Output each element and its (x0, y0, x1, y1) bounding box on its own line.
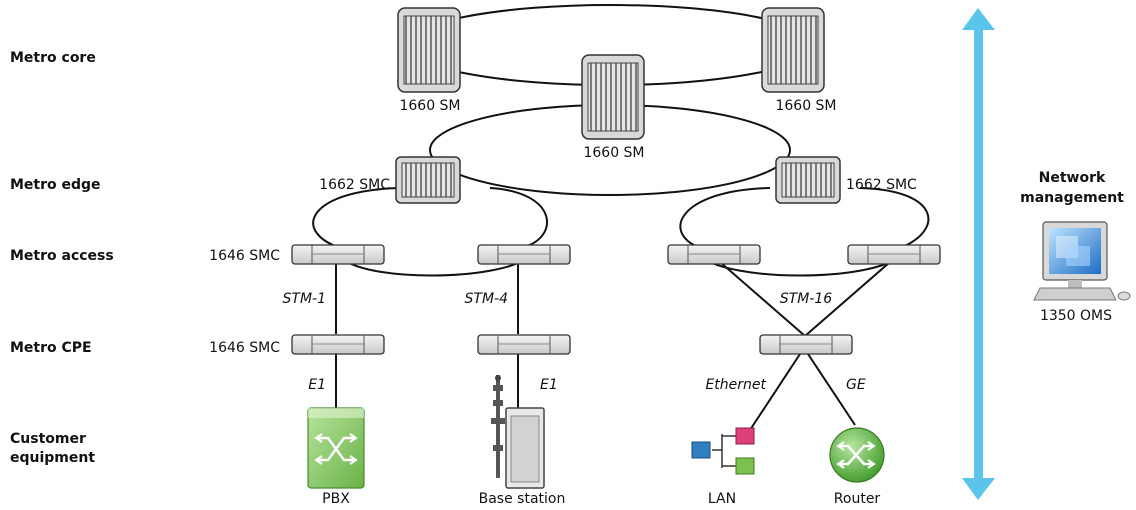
node-cpe-2[interactable] (477, 334, 571, 355)
stm16-link-left (719, 261, 806, 337)
label-base-station: Base station (479, 491, 566, 507)
node-1660-sm-right[interactable] (761, 7, 825, 93)
label-stm1: STM-1 (283, 291, 326, 307)
node-access-4[interactable] (847, 244, 941, 265)
label-1660-sm-right: 1660 SM (775, 98, 836, 114)
label-e1-left: E1 (308, 377, 326, 393)
node-1660-sm-center[interactable] (581, 54, 645, 140)
label-stm16: STM-16 (780, 291, 832, 307)
label-1662-smc-left: 1662 SMC (319, 177, 390, 193)
node-access-1[interactable] (291, 244, 385, 265)
node-cpe-3[interactable] (759, 334, 853, 355)
computer-icon[interactable] (1033, 221, 1131, 301)
management-title-line2: management (1020, 190, 1124, 206)
label-1646-smc-access: 1646 SMC (209, 248, 280, 264)
node-access-3[interactable] (667, 244, 761, 265)
node-1662-smc-left[interactable] (395, 156, 461, 204)
node-1660-sm-left[interactable] (397, 7, 461, 93)
label-1660-sm-center: 1660 SM (583, 145, 644, 161)
pbx-icon[interactable] (307, 407, 365, 489)
level-metro-access: Metro access (10, 248, 114, 264)
base-station-icon[interactable] (491, 375, 545, 489)
ge-link (807, 353, 856, 426)
label-1646-smc-cpe: 1646 SMC (209, 340, 280, 356)
level-metro-cpe: Metro CPE (10, 340, 92, 356)
level-customer-line1: Customer (10, 431, 86, 447)
level-metro-edge: Metro edge (10, 177, 101, 193)
label-1660-sm-left: 1660 SM (399, 98, 460, 114)
stm16-link-right (804, 261, 891, 337)
node-1662-smc-right[interactable] (775, 156, 841, 204)
router-icon[interactable] (829, 427, 885, 483)
ethernet-link (749, 353, 801, 431)
level-metro-core: Metro core (10, 50, 96, 66)
management-arrow (962, 8, 995, 500)
label-1662-smc-right: 1662 SMC (846, 177, 917, 193)
label-router: Router (834, 491, 881, 507)
label-pbx: PBX (322, 491, 350, 507)
label-lan: LAN (708, 491, 736, 507)
lan-icon[interactable] (691, 427, 755, 475)
node-cpe-1[interactable] (291, 334, 385, 355)
label-ethernet: Ethernet (705, 377, 766, 393)
management-title-line1: Network (1039, 170, 1106, 186)
label-stm4: STM-4 (465, 291, 508, 307)
label-ge: GE (846, 377, 866, 393)
label-1350-oms: 1350 OMS (1040, 308, 1112, 324)
node-access-2[interactable] (477, 244, 571, 265)
label-e1-right: E1 (540, 377, 558, 393)
level-customer-line2: equipment (10, 450, 95, 466)
